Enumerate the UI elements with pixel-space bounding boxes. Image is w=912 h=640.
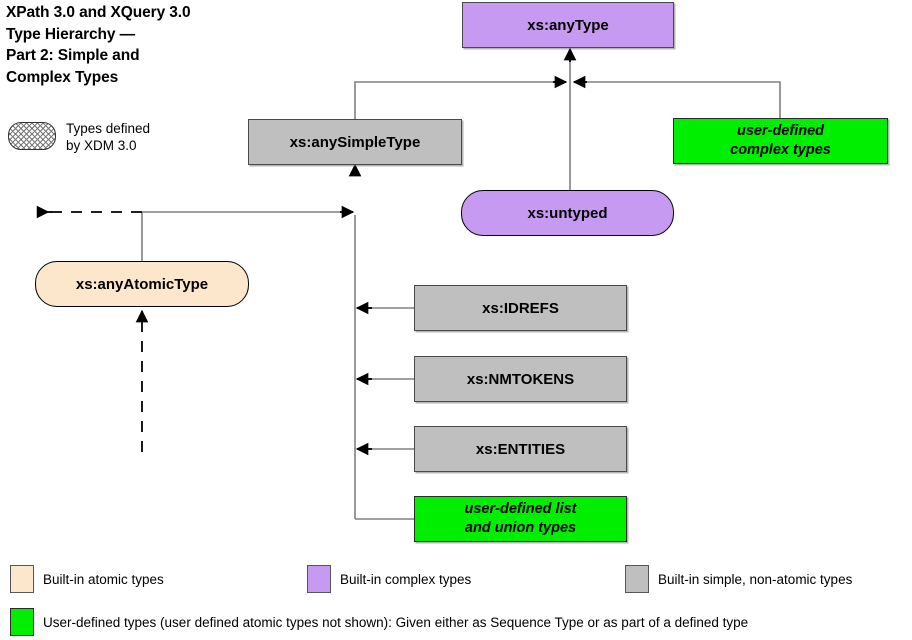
legend-item-builtin-simple-non-atomic: Built-in simple, non-atomic types: [625, 565, 852, 593]
node-xs-nmtokens[interactable]: xs:NMTOKENS: [414, 356, 627, 402]
node-xs-anytype[interactable]: xs:anyType: [462, 2, 674, 48]
node-xs-anyatomictype[interactable]: xs:anyAtomicType: [35, 261, 249, 307]
node-user-defined-complex-types[interactable]: user-defined complex types: [673, 118, 888, 164]
node-xs-idrefs[interactable]: xs:IDREFS: [414, 285, 627, 331]
legend: Built-in atomic types Built-in complex t…: [0, 560, 912, 640]
legend-item-user-defined: User-defined types (user defined atomic …: [10, 608, 748, 636]
node-user-defined-list-and-union-types[interactable]: user-defined list and union types: [414, 496, 627, 542]
legend-item-builtin-complex: Built-in complex types: [307, 565, 471, 593]
legend-swatch-user-defined: [10, 608, 34, 636]
xdm-legend: Types defined by XDM 3.0: [8, 120, 150, 154]
legend-item-builtin-atomic: Built-in atomic types: [10, 565, 164, 593]
legend-label-builtin-simple-non-atomic: Built-in simple, non-atomic types: [658, 571, 853, 587]
node-xs-anysimpletype[interactable]: xs:anySimpleType: [248, 119, 462, 165]
legend-label-builtin-atomic: Built-in atomic types: [43, 571, 164, 587]
xdm-legend-label: Types defined by XDM 3.0: [66, 121, 151, 153]
legend-swatch-builtin-complex: [307, 565, 331, 593]
crosshatch-rounded-rect-icon: [8, 122, 56, 150]
edge-userdefinedcomplex-to-anytype: [580, 81, 781, 118]
legend-swatch-builtin-atomic: [10, 565, 34, 593]
legend-swatch-builtin-simple-non-atomic: [625, 565, 649, 593]
edge-anysimpletype-to-anytype: [354, 81, 560, 119]
node-xs-untyped[interactable]: xs:untyped: [461, 190, 674, 236]
page-title: XPath 3.0 and XQuery 3.0 Type Hierarchy …: [6, 4, 191, 86]
node-xs-entities[interactable]: xs:ENTITIES: [414, 426, 627, 472]
legend-label-builtin-complex: Built-in complex types: [340, 571, 472, 587]
legend-label-user-defined: User-defined types (user defined atomic …: [43, 614, 749, 630]
